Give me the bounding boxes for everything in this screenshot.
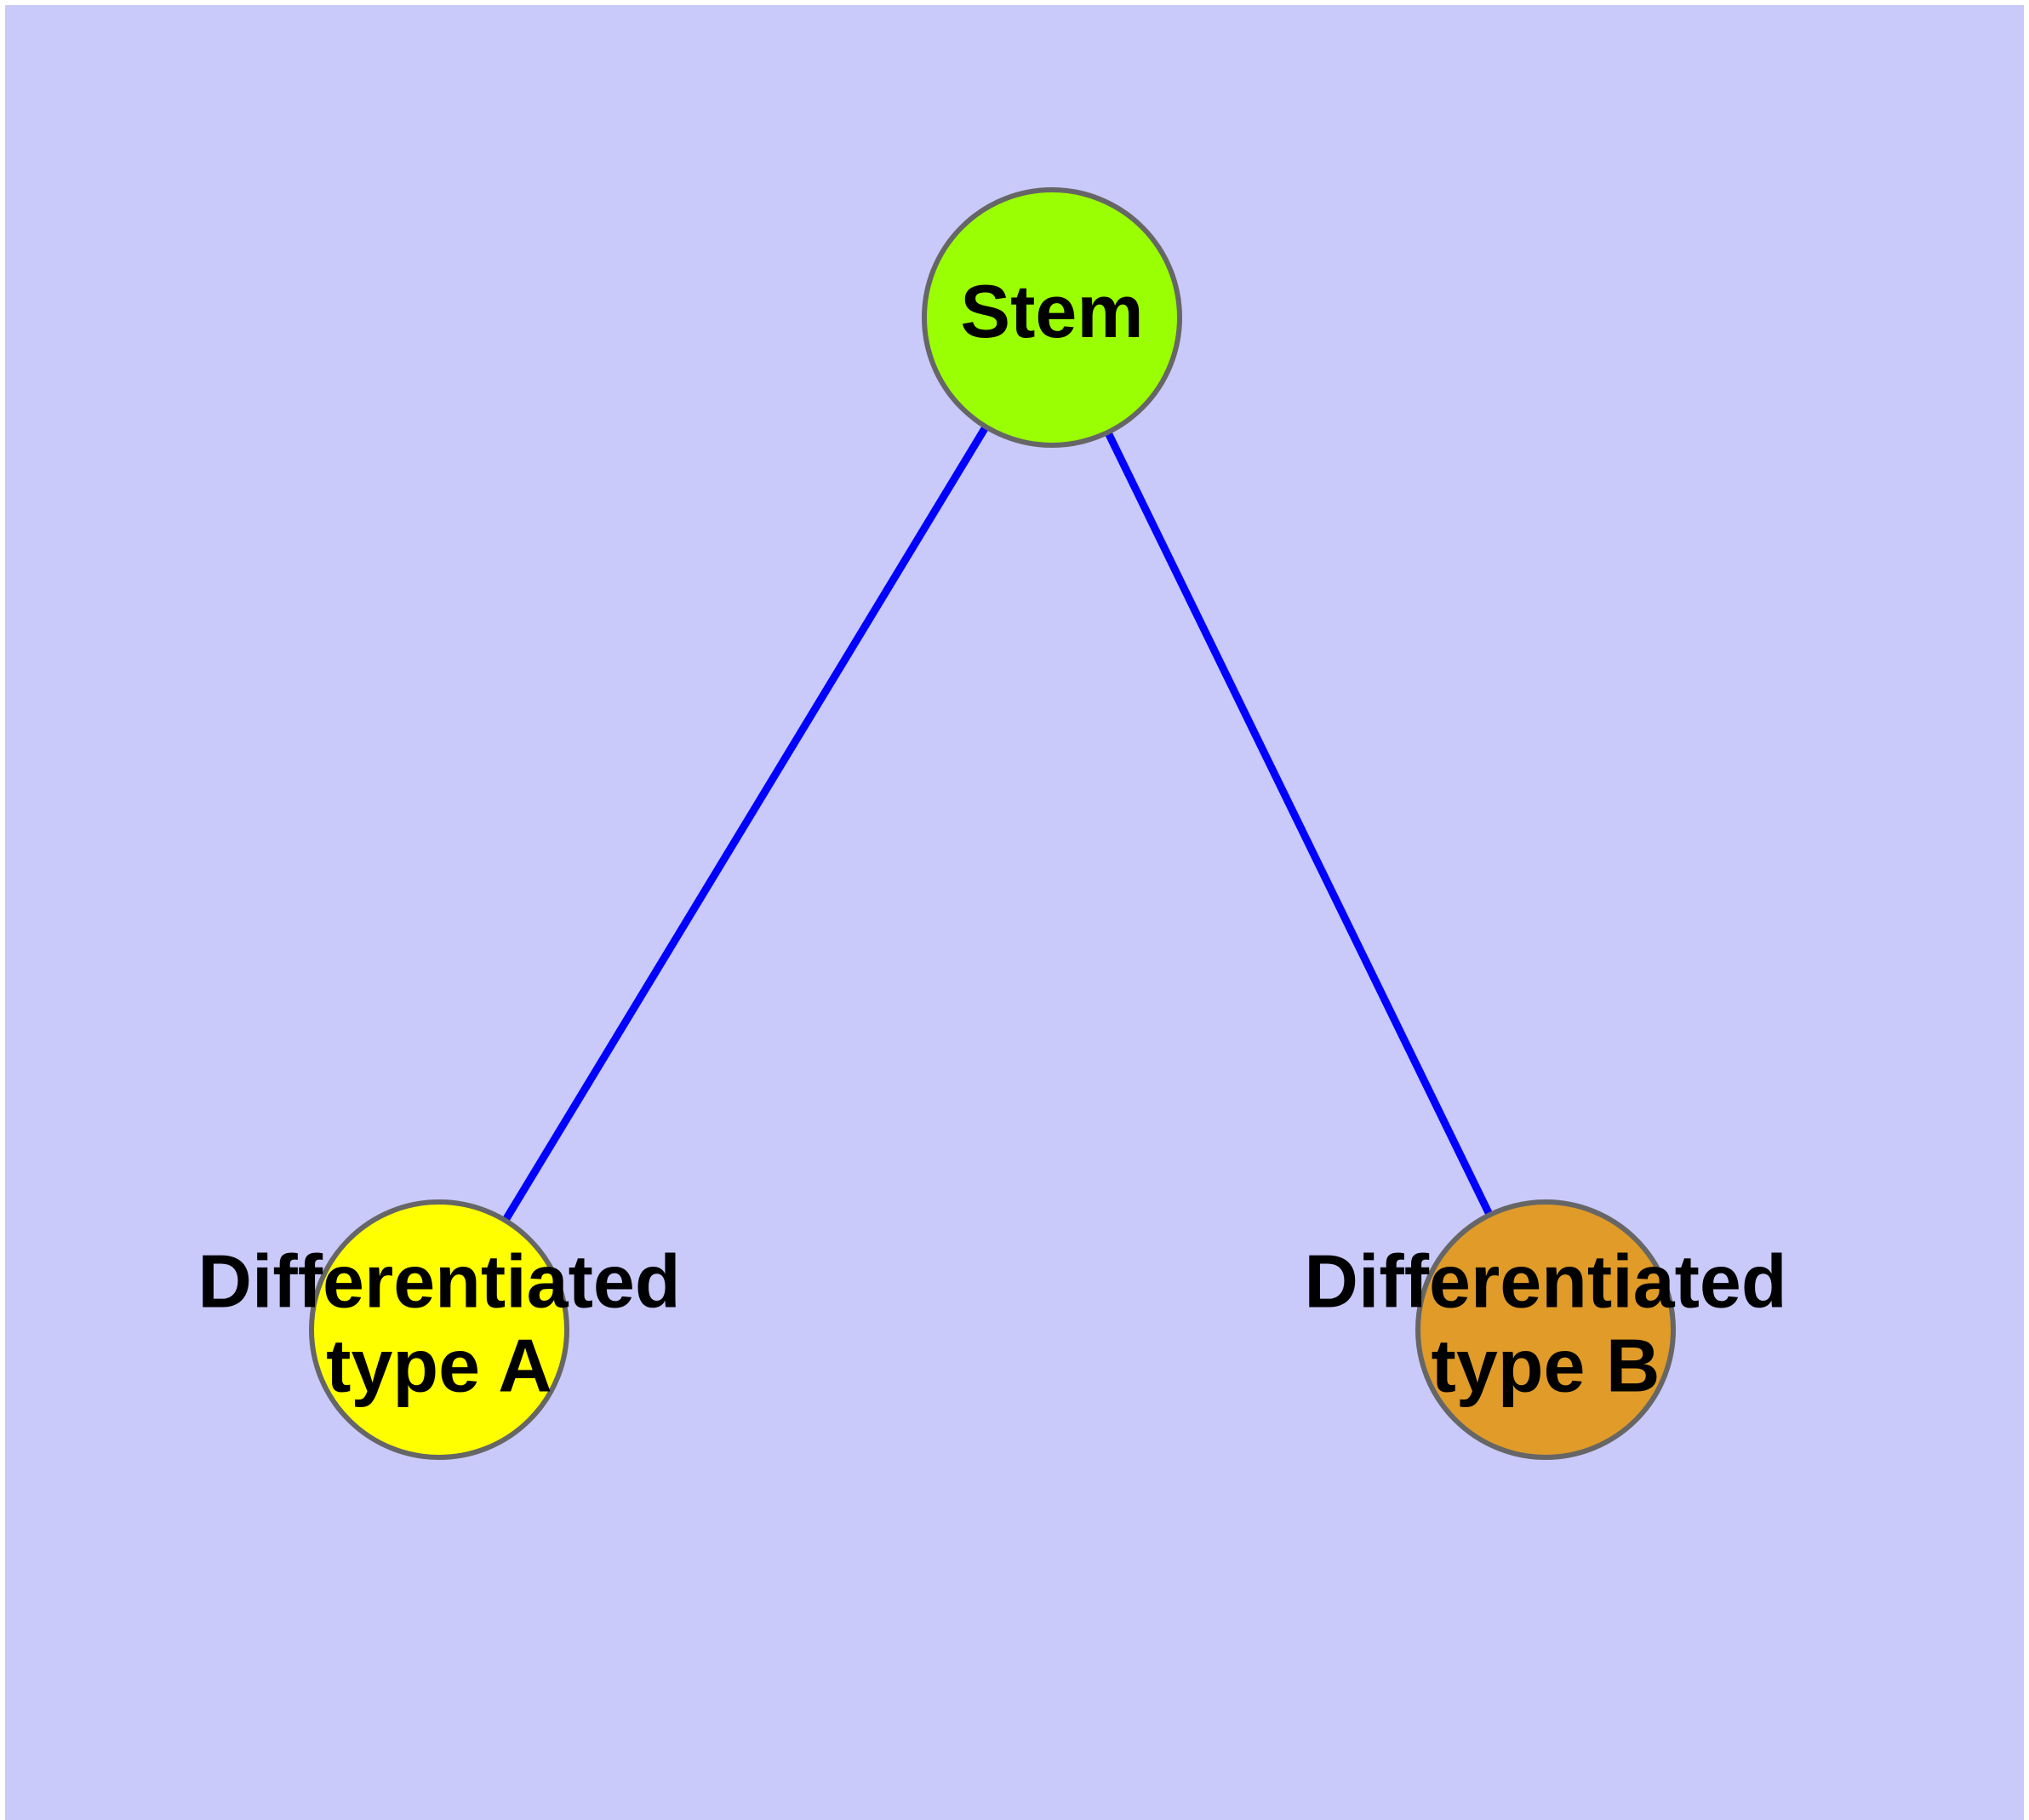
node-label-stem: Stem	[960, 269, 1143, 353]
graph-edge[interactable]	[497, 417, 994, 1230]
node-label-line: Differentiated	[197, 1239, 680, 1324]
node-circle-diff_b[interactable]	[1415, 1199, 1676, 1460]
node-label-line: type B	[1432, 1324, 1660, 1408]
node-circle-diff_a[interactable]	[309, 1199, 569, 1460]
edge-layer	[497, 417, 1497, 1230]
node-label-line: Differentiated	[1304, 1239, 1786, 1324]
node-circle-stem[interactable]	[922, 187, 1182, 448]
graph-node-stem[interactable]: Stem	[922, 187, 1182, 448]
node-label-line: Stem	[960, 269, 1143, 353]
graph-edge[interactable]	[1100, 422, 1497, 1225]
node-label-line: type A	[326, 1324, 552, 1408]
